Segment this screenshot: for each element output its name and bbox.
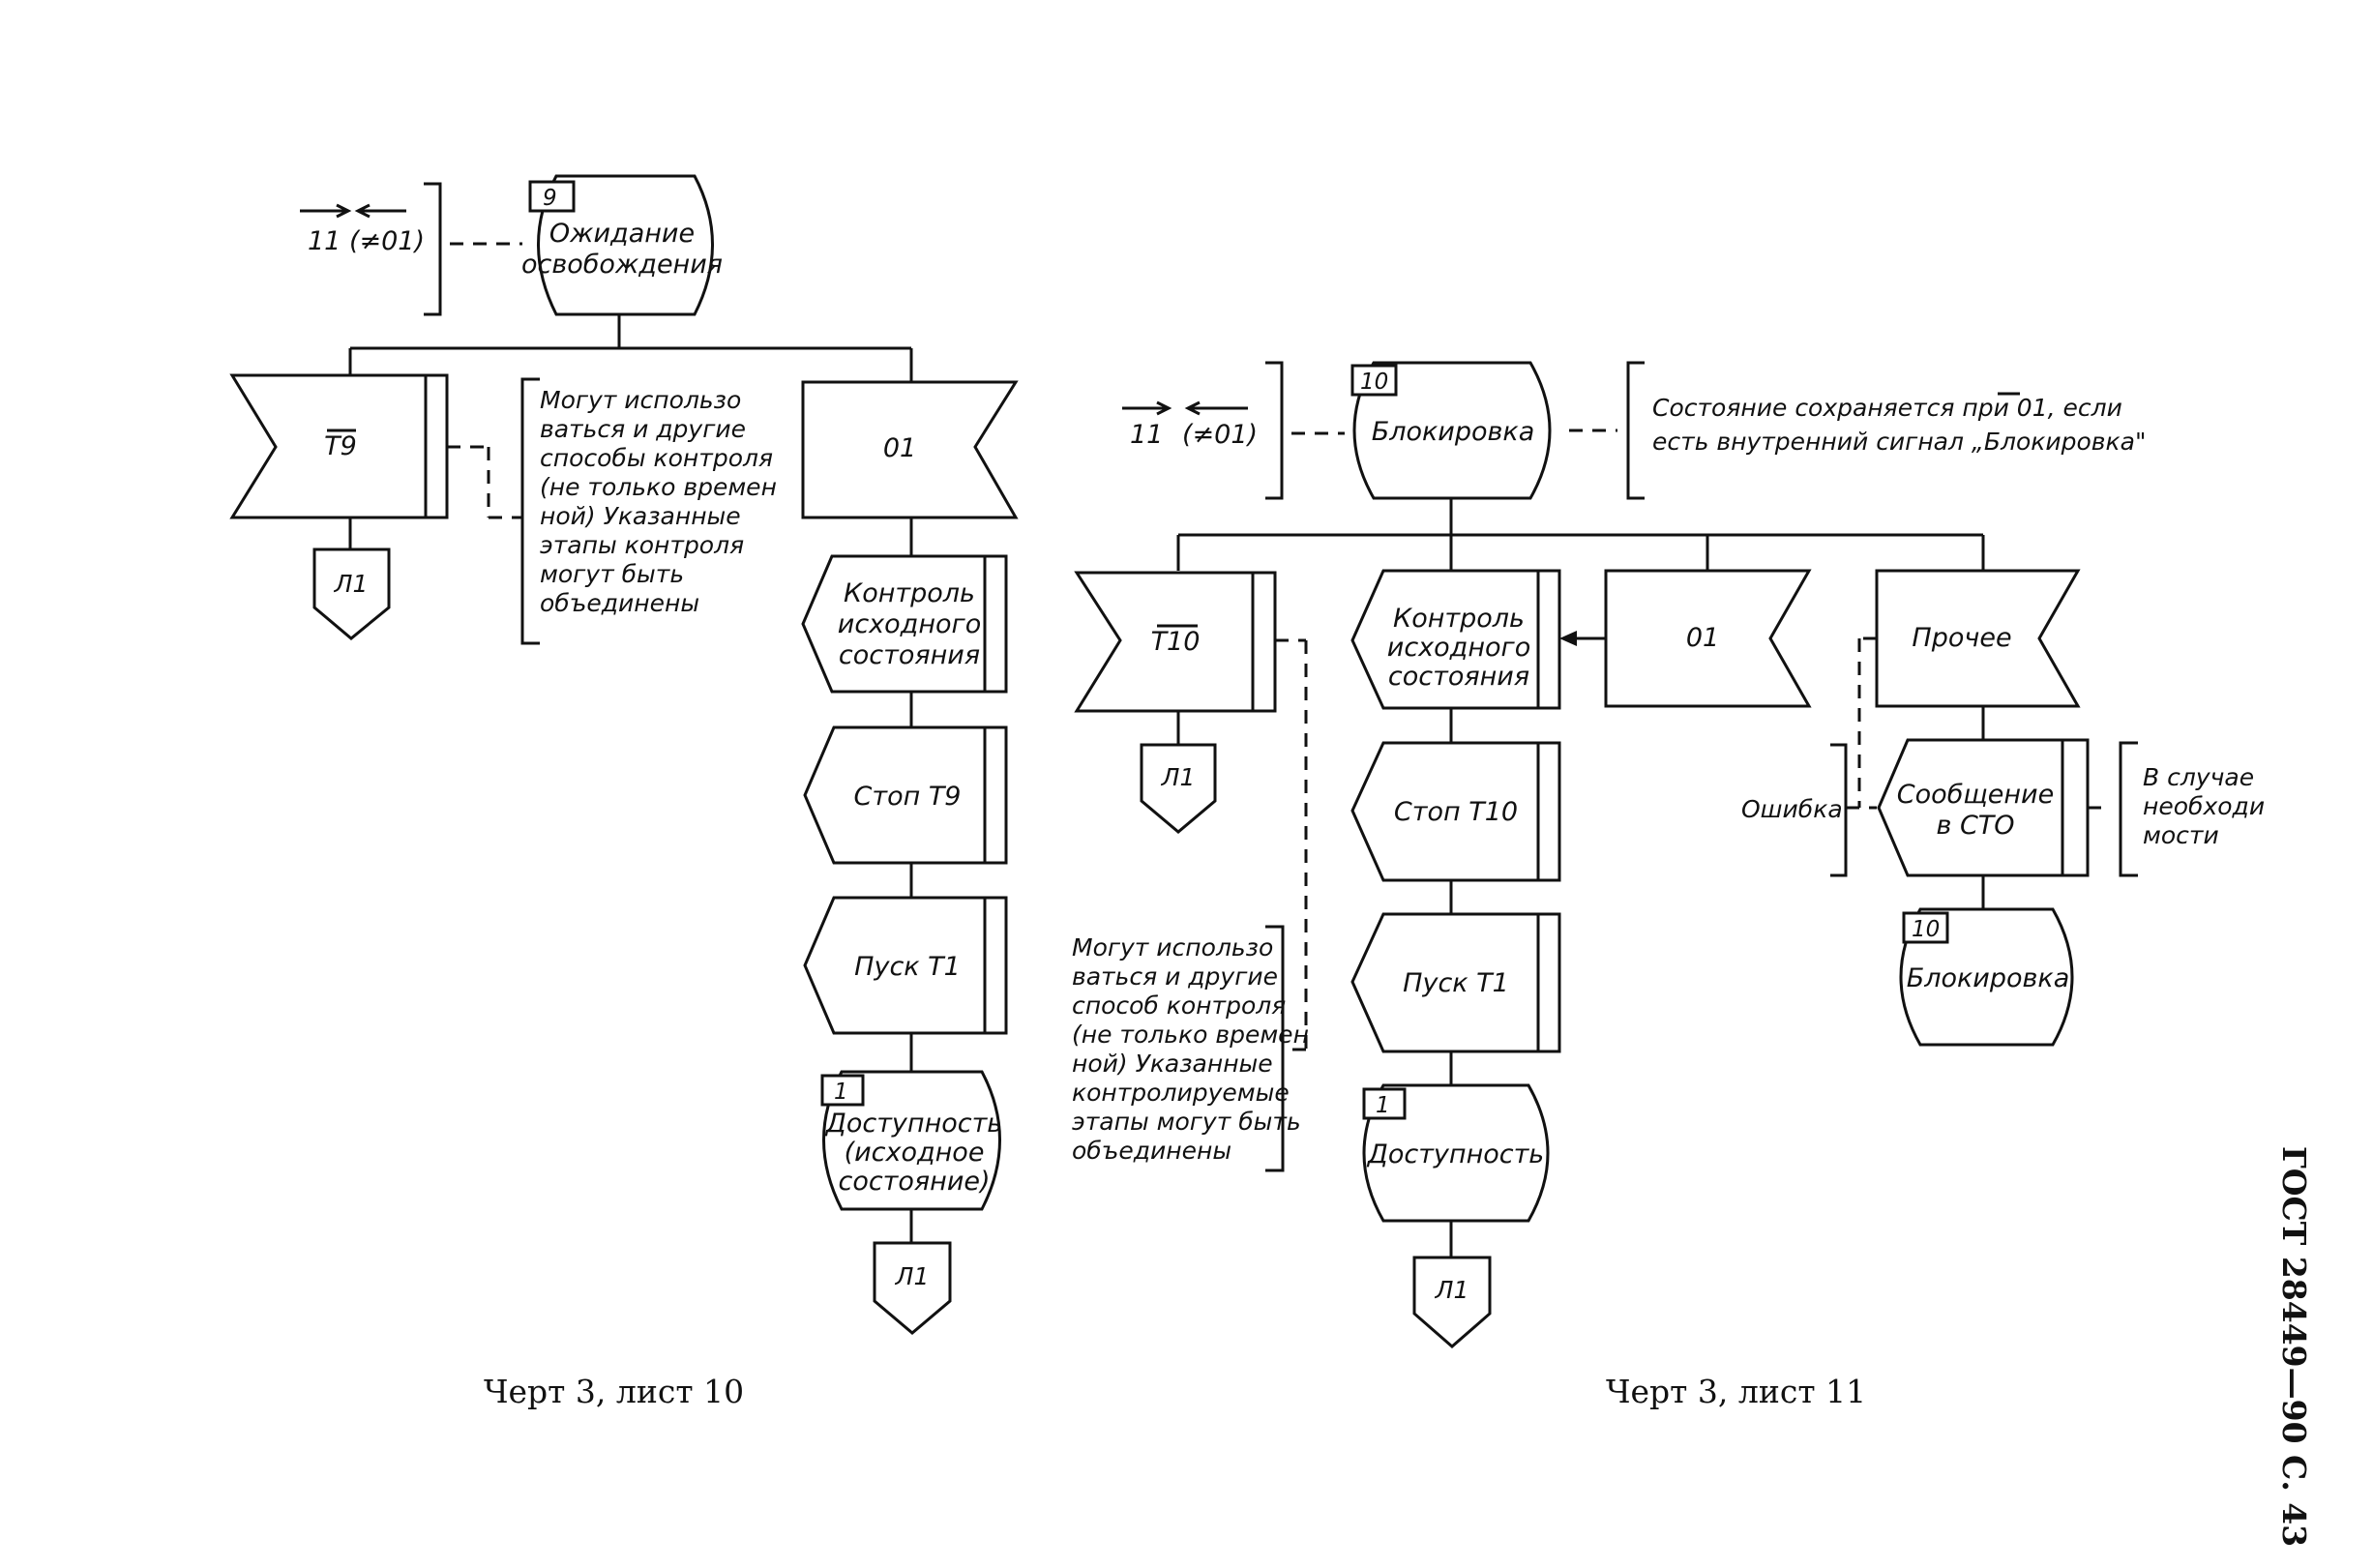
svg-text:ной) Указанные: ной) Указанные xyxy=(1072,1050,1273,1078)
message-note: В случае необходи мости xyxy=(2088,741,2265,877)
svg-text:объединены: объединены xyxy=(540,589,699,617)
input-t9: T9 xyxy=(229,373,449,519)
connector-l1-end-11: Л1 xyxy=(1412,1256,1492,1348)
state-10-loop: 10 Блокировка xyxy=(1899,907,2074,1047)
svg-text:Л1: Л1 xyxy=(1435,1276,1469,1304)
state-number: 9 xyxy=(543,186,557,211)
svg-text:Доступность: Доступность xyxy=(1367,1139,1544,1169)
svg-text:Стоп T9: Стоп T9 xyxy=(853,782,961,812)
input-other: Прочее xyxy=(1875,569,2081,708)
action-start-t1-10: Пуск T1 xyxy=(803,896,1008,1035)
svg-text:состояние): состояние) xyxy=(838,1167,990,1197)
state-label-1: Ожидание xyxy=(549,219,695,249)
error-note: Ошибка xyxy=(1741,636,1877,877)
svg-text:Доступность: Доступность xyxy=(825,1109,1002,1139)
note-11: Могут использо ваться и другие способ ко… xyxy=(1072,638,1309,1172)
state-10: 10 Блокировка xyxy=(1350,361,1552,500)
note-10: Могут использо ваться и другие способы к… xyxy=(447,377,777,645)
svg-text:Л1: Л1 xyxy=(895,1262,930,1290)
input-01-sheet10: 01 xyxy=(801,380,1019,519)
action-control-10: Контроль исходного состояния xyxy=(801,554,1008,694)
svg-text:Контроль: Контроль xyxy=(1393,604,1525,634)
svg-text:01: 01 xyxy=(883,433,916,463)
svg-text:Могут использо: Могут использо xyxy=(1072,933,1273,962)
action-start-t1-11: Пуск T1 xyxy=(1350,912,1561,1053)
arrow-head xyxy=(1559,631,1577,646)
page-side-label: ГОСТ 28449—90 С. 43 xyxy=(2275,1146,2313,1547)
svg-text:11: 11 xyxy=(1130,420,1163,450)
connector-l1-t10: Л1 xyxy=(1140,743,1217,834)
svg-text:Пуск T1: Пуск T1 xyxy=(854,952,961,982)
svg-text:способ контроля: способ контроля xyxy=(1072,991,1286,1020)
sheet-11: 11 (≠01) 10 Блокировка Состояние сохраня… xyxy=(1072,361,2265,1410)
state-1-sheet11: 1 Доступность xyxy=(1362,1083,1550,1223)
action-control-11: Контроль исходного состояния xyxy=(1350,569,1561,710)
svg-text:могут быть: могут быть xyxy=(540,560,684,588)
svg-text:необходи: необходи xyxy=(2143,792,2265,820)
entry-bracket xyxy=(424,182,442,316)
svg-text:состояния: состояния xyxy=(839,640,980,670)
svg-text:объединены: объединены xyxy=(1072,1137,1231,1165)
svg-text:Прочее: Прочее xyxy=(1912,623,2011,653)
svg-text:Сообщение: Сообщение xyxy=(1897,780,2054,810)
input-01-sheet11: 01 xyxy=(1604,569,1812,708)
caption-sheet11: Черт 3, лист 11 xyxy=(1606,1373,1866,1410)
svg-text:ваться и другие: ваться и другие xyxy=(1072,962,1278,991)
connector-l1-end-10: Л1 xyxy=(873,1241,952,1335)
svg-text:состояния: состояния xyxy=(1388,662,1529,692)
svg-text:мости: мости xyxy=(2143,821,2219,849)
entry-signal-11: 11 (≠01) xyxy=(1122,361,1345,500)
svg-text:Блокировка: Блокировка xyxy=(1907,963,2070,993)
svg-text:Пуск T1: Пуск T1 xyxy=(1403,968,1509,998)
svg-text:Стоп T10: Стоп T10 xyxy=(1394,797,1518,827)
svg-text:Контроль: Контроль xyxy=(844,578,975,608)
svg-text:(≠01): (≠01) xyxy=(1182,420,1258,450)
svg-text:способы контроля: способы контроля xyxy=(540,444,773,472)
svg-text:(не только времен: (не только времен xyxy=(540,473,777,501)
state-9: 9 Ожидание освобождения xyxy=(521,174,723,316)
connector-l1-left: Л1 xyxy=(312,547,391,640)
svg-text:T10: T10 xyxy=(1151,627,1201,657)
action-stop-t10: Стоп T10 xyxy=(1350,741,1561,882)
svg-text:10: 10 xyxy=(1360,370,1388,395)
svg-text:этапы контроля: этапы контроля xyxy=(540,531,744,559)
svg-text:(не только времен: (не только времен xyxy=(1072,1021,1309,1049)
input-label: T9 xyxy=(324,431,357,461)
svg-text:Блокировка: Блокировка xyxy=(1372,417,1535,447)
svg-text:ной) Указанные: ной) Указанные xyxy=(540,502,741,530)
state-label-2: освобождения xyxy=(521,250,723,280)
entry-signal-10: 11 (≠01) xyxy=(300,182,522,316)
state-1-sheet10: 1 Доступность (исходное состояние) xyxy=(820,1070,1002,1211)
svg-text:Могут использо: Могут использо xyxy=(540,386,741,414)
input-t10: T10 xyxy=(1074,571,1277,713)
svg-text:Ошибка: Ошибка xyxy=(1741,795,1843,823)
svg-text:Л1: Л1 xyxy=(334,570,369,598)
state-comment: Состояние сохраняется при 01, если есть … xyxy=(1569,361,2146,500)
svg-text:(исходное: (исходное xyxy=(845,1138,985,1168)
svg-text:В случае: В случае xyxy=(2143,763,2254,791)
svg-text:исходного: исходного xyxy=(1387,633,1530,663)
caption-sheet10: Черт 3, лист 10 xyxy=(484,1373,744,1410)
svg-text:ваться и другие: ваться и другие xyxy=(540,415,746,443)
svg-text:10: 10 xyxy=(1912,917,1940,942)
svg-text:контролируемые: контролируемые xyxy=(1072,1079,1290,1107)
svg-text:Л1: Л1 xyxy=(1161,763,1196,791)
sheet-10: 11 (≠01) 9 Ожидание освобождения T9 Л1 xyxy=(229,174,1019,1410)
svg-text:1: 1 xyxy=(1376,1093,1390,1118)
svg-text:этапы могут быть: этапы могут быть xyxy=(1072,1108,1301,1136)
svg-text:исходного: исходного xyxy=(838,609,981,639)
svg-text:Состояние сохраняется при 01,: Состояние сохраняется при 01, если xyxy=(1652,394,2122,422)
svg-text:1: 1 xyxy=(834,1080,848,1105)
svg-text:есть внутренний сигнал „Блокир: есть внутренний сигнал „Блокировка" xyxy=(1652,428,2146,456)
action-message: Сообщение в СТО xyxy=(1877,738,2090,877)
svg-text:в СТО: в СТО xyxy=(1936,811,2014,841)
svg-text:01: 01 xyxy=(1686,623,1719,653)
entry-signal-label: 11 (≠01) xyxy=(308,226,425,256)
action-stop-t9: Стоп T9 xyxy=(803,725,1008,865)
